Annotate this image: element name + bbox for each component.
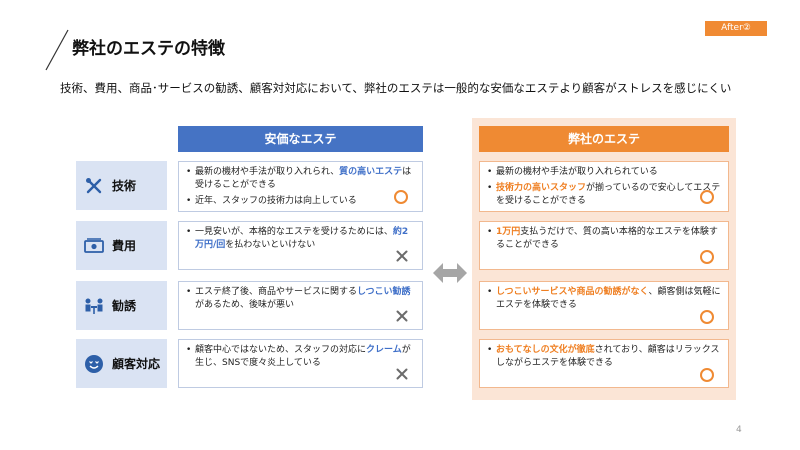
cross-mark-icon <box>396 310 408 327</box>
bullet-item: •最新の機材や手法が取り入れられ、質の高いエステは受けることができる <box>186 166 416 192</box>
bullet-dot: • <box>186 227 192 237</box>
plain-text: 顧客中心ではないため、スタッフの対応に <box>195 345 367 355</box>
page-number: 4 <box>736 425 742 435</box>
highlight-text: しつこい勧誘 <box>357 287 411 297</box>
cheap-technique-box: •最新の機材や手法が取り入れられ、質の高いエステは受けることができる•近年、スタ… <box>178 161 423 212</box>
bullet-text: 技術力の高いスタッフが揃っているので安心してエステを受けることができる <box>496 182 722 208</box>
category-cost: 費用 <box>76 221 167 270</box>
ours-solicitation-box: •しつこいサービスや商品の勧誘がなく、顧客側は気軽にエステを体験できる <box>479 281 729 330</box>
double-arrow-icon <box>433 263 467 283</box>
plain-text: が揃っているので安心してエステを受けることができる <box>496 183 721 206</box>
bullet-item: •近年、スタッフの技術力は向上している <box>186 195 416 208</box>
highlight-text: おもてなしの文化が徹底 <box>496 345 595 355</box>
bullet-text: 顧客中心ではないため、スタッフの対応にクレームが生じ、SNSで度々炎上している <box>195 344 416 370</box>
circle-mark-icon <box>700 190 714 204</box>
category-solicitation: 勧誘 <box>76 281 167 330</box>
bullet-dot: • <box>487 345 493 355</box>
category-label: 勧誘 <box>112 299 137 313</box>
column-header-cheap: 安価なエステ <box>178 126 423 152</box>
plain-text: があるため、後味が悪い <box>195 300 295 310</box>
column-header-ours: 弊社のエステ <box>479 126 729 152</box>
plain-text: は受けることができる <box>195 167 412 190</box>
plain-text: 近年、スタッフの技術力は向上している <box>195 196 357 206</box>
bullet-text: 最新の機材や手法が取り入れられ、質の高いエステは受けることができる <box>195 166 416 192</box>
title-accent-line <box>45 29 69 71</box>
circle-mark-icon <box>700 310 714 324</box>
cheap-cost-box: •一見安いが、本格的なエステを受けるためには、約2万円/回を払わないといけない <box>178 221 423 270</box>
circle-mark-icon <box>700 250 714 264</box>
plain-text: エステ終了後、商品やサービスに関する <box>195 287 358 297</box>
smile-icon <box>84 354 104 374</box>
cross-mark-icon <box>396 250 408 267</box>
category-technique: 技術 <box>76 161 167 210</box>
plain-text: されており、顧客はリラックスしながらエステを体験できる <box>496 345 720 368</box>
ours-technique-box: •最新の機材や手法が取り入れられている•技術力の高いスタッフが揃っているので安心… <box>479 161 729 212</box>
after-badge: After② <box>705 21 767 36</box>
highlight-text: しつこいサービスや商品の勧誘がなく <box>496 287 649 297</box>
tools-icon <box>84 176 104 196</box>
plain-text: 、顧客側は気軽にエステを体験できる <box>496 287 721 310</box>
plain-text: が生じ、SNSで度々炎上している <box>195 345 411 368</box>
bullet-item: •しつこいサービスや商品の勧誘がなく、顧客側は気軽にエステを体験できる <box>487 286 722 312</box>
bullet-dot: • <box>186 167 192 177</box>
ours-cost-box: •1万円支払うだけで、質の高い本格的なエステを体験することができる <box>479 221 729 270</box>
bullet-text: 一見安いが、本格的なエステを受けるためには、約2万円/回を払わないといけない <box>195 226 416 252</box>
plain-text: 最新の機材や手法が取り入れられ、 <box>195 167 340 177</box>
plain-text: 支払うだけで、質の高い本格的なエステを体験することができる <box>496 227 718 250</box>
description-text: 技術、費用、商品･サービスの勧誘、顧客対対応において、弊社のエステは一般的な安価… <box>60 81 732 95</box>
plain-text: を払わないといけない <box>225 240 316 250</box>
bullet-item: •1万円支払うだけで、質の高い本格的なエステを体験することができる <box>487 226 722 252</box>
category-label: 費用 <box>112 239 137 253</box>
bullet-item: •一見安いが、本格的なエステを受けるためには、約2万円/回を払わないといけない <box>186 226 416 252</box>
category-label: 技術 <box>112 179 137 193</box>
highlight-text: クレーム <box>366 345 402 355</box>
cheap-service-box: •顧客中心ではないため、スタッフの対応にクレームが生じ、SNSで度々炎上している <box>178 339 423 388</box>
plain-text: 一見安いが、本格的なエステを受けるためには、 <box>195 227 393 237</box>
cheap-solicitation-box: •エステ終了後、商品やサービスに関するしつこい勧誘があるため、後味が悪い <box>178 281 423 330</box>
bullet-dot: • <box>487 183 493 193</box>
circle-mark-icon <box>700 368 714 382</box>
plain-text: 最新の機材や手法が取り入れられている <box>496 167 658 177</box>
bullet-text: エステ終了後、商品やサービスに関するしつこい勧誘があるため、後味が悪い <box>195 286 416 312</box>
bullet-item: •顧客中心ではないため、スタッフの対応にクレームが生じ、SNSで度々炎上している <box>186 344 416 370</box>
ours-service-box: •おもてなしの文化が徹底されており、顧客はリラックスしながらエステを体験できる <box>479 339 729 388</box>
category-label: 顧客対応 <box>112 357 161 371</box>
page-title: 弊社のエステの特徴 <box>72 39 225 59</box>
money-icon <box>84 236 104 256</box>
bullet-dot: • <box>487 227 493 237</box>
bullet-dot: • <box>487 167 493 177</box>
highlight-text: 質の高いエステ <box>339 167 403 177</box>
bullet-item: •技術力の高いスタッフが揃っているので安心してエステを受けることができる <box>487 182 722 208</box>
category-customer-service: 顧客対応 <box>76 339 167 388</box>
bullet-item: •エステ終了後、商品やサービスに関するしつこい勧誘があるため、後味が悪い <box>186 286 416 312</box>
bullet-dot: • <box>186 287 192 297</box>
highlight-text: 技術力の高いスタッフ <box>496 183 587 193</box>
bullet-text: 近年、スタッフの技術力は向上している <box>195 195 357 208</box>
bullet-dot: • <box>186 345 192 355</box>
bullet-text: しつこいサービスや商品の勧誘がなく、顧客側は気軽にエステを体験できる <box>496 286 722 312</box>
highlight-text: 約2万円/回 <box>195 227 409 250</box>
cross-mark-icon <box>396 368 408 385</box>
bullet-dot: • <box>487 287 493 297</box>
meeting-icon <box>84 296 104 316</box>
highlight-text: 1万円 <box>496 227 521 237</box>
bullet-text: 1万円支払うだけで、質の高い本格的なエステを体験することができる <box>496 226 722 252</box>
bullet-text: おもてなしの文化が徹底されており、顧客はリラックスしながらエステを体験できる <box>496 344 722 370</box>
circle-mark-icon <box>394 190 408 204</box>
bullet-text: 最新の機材や手法が取り入れられている <box>496 166 658 179</box>
bullet-item: •最新の機材や手法が取り入れられている <box>487 166 722 179</box>
bullet-dot: • <box>186 196 192 206</box>
bullet-item: •おもてなしの文化が徹底されており、顧客はリラックスしながらエステを体験できる <box>487 344 722 370</box>
